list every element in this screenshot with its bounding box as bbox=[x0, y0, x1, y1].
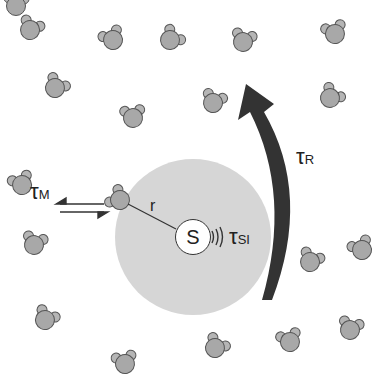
water-molecule bbox=[40, 71, 73, 103]
water-molecule bbox=[345, 232, 378, 264]
rotation-arrow bbox=[238, 84, 290, 300]
distance-label: r bbox=[150, 198, 155, 214]
solvation-sphere bbox=[115, 159, 271, 315]
water-molecule bbox=[319, 17, 350, 47]
water-molecule bbox=[230, 27, 259, 53]
water-molecule bbox=[337, 315, 366, 341]
water-molecule bbox=[15, 14, 46, 44]
water-molecule bbox=[21, 230, 50, 256]
node-label: S bbox=[186, 227, 199, 247]
exchange-time: τM bbox=[30, 181, 50, 203]
water-molecule bbox=[274, 325, 305, 355]
relaxation-waves bbox=[212, 227, 223, 247]
water-molecule bbox=[200, 331, 233, 363]
water-molecule bbox=[199, 87, 229, 115]
center-circle: S bbox=[175, 219, 211, 255]
exchange-arrows bbox=[56, 198, 108, 218]
water-molecule bbox=[110, 348, 140, 376]
water-molecule bbox=[295, 246, 326, 276]
relaxation-time: τSI bbox=[229, 226, 250, 248]
water-molecule bbox=[155, 22, 189, 55]
water-molecule bbox=[315, 80, 348, 113]
water-molecule bbox=[119, 103, 148, 129]
water-molecule bbox=[96, 22, 129, 54]
water-molecule bbox=[30, 303, 62, 334]
water-molecules bbox=[4, 0, 378, 376]
rotation-time: τR bbox=[296, 146, 314, 168]
water-molecule bbox=[4, 0, 29, 16]
water-molecule bbox=[103, 182, 135, 215]
